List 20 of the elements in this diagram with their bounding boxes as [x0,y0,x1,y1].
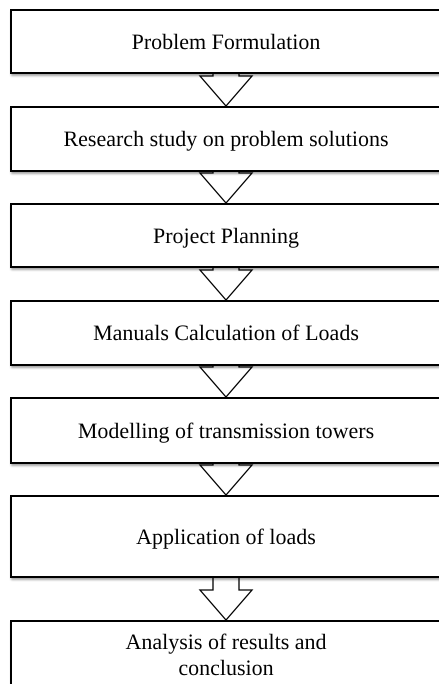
block-arrow [198,267,254,301]
step-text: Manuals Calculation of Loads [93,320,359,346]
process-box [10,106,439,172]
block-arrow [198,463,254,496]
process-box [10,203,439,268]
block-arrow [198,171,254,204]
step-text: Analysis of results and conclusion [124,629,328,681]
step-text: Project Planning [152,222,300,248]
process-box [10,9,439,74]
process-box [10,620,439,684]
process-box [10,397,439,464]
block-arrow [198,577,254,621]
block-arrow [198,365,254,398]
step-text: Application of loads [136,524,316,550]
step-text: Modelling of transmission towers [78,418,374,444]
block-arrow [198,73,254,107]
process-box [10,495,439,578]
step-text: Research study on problem solutions [63,126,389,152]
process-box [10,300,439,366]
step-text: Problem Formulation [132,28,320,54]
